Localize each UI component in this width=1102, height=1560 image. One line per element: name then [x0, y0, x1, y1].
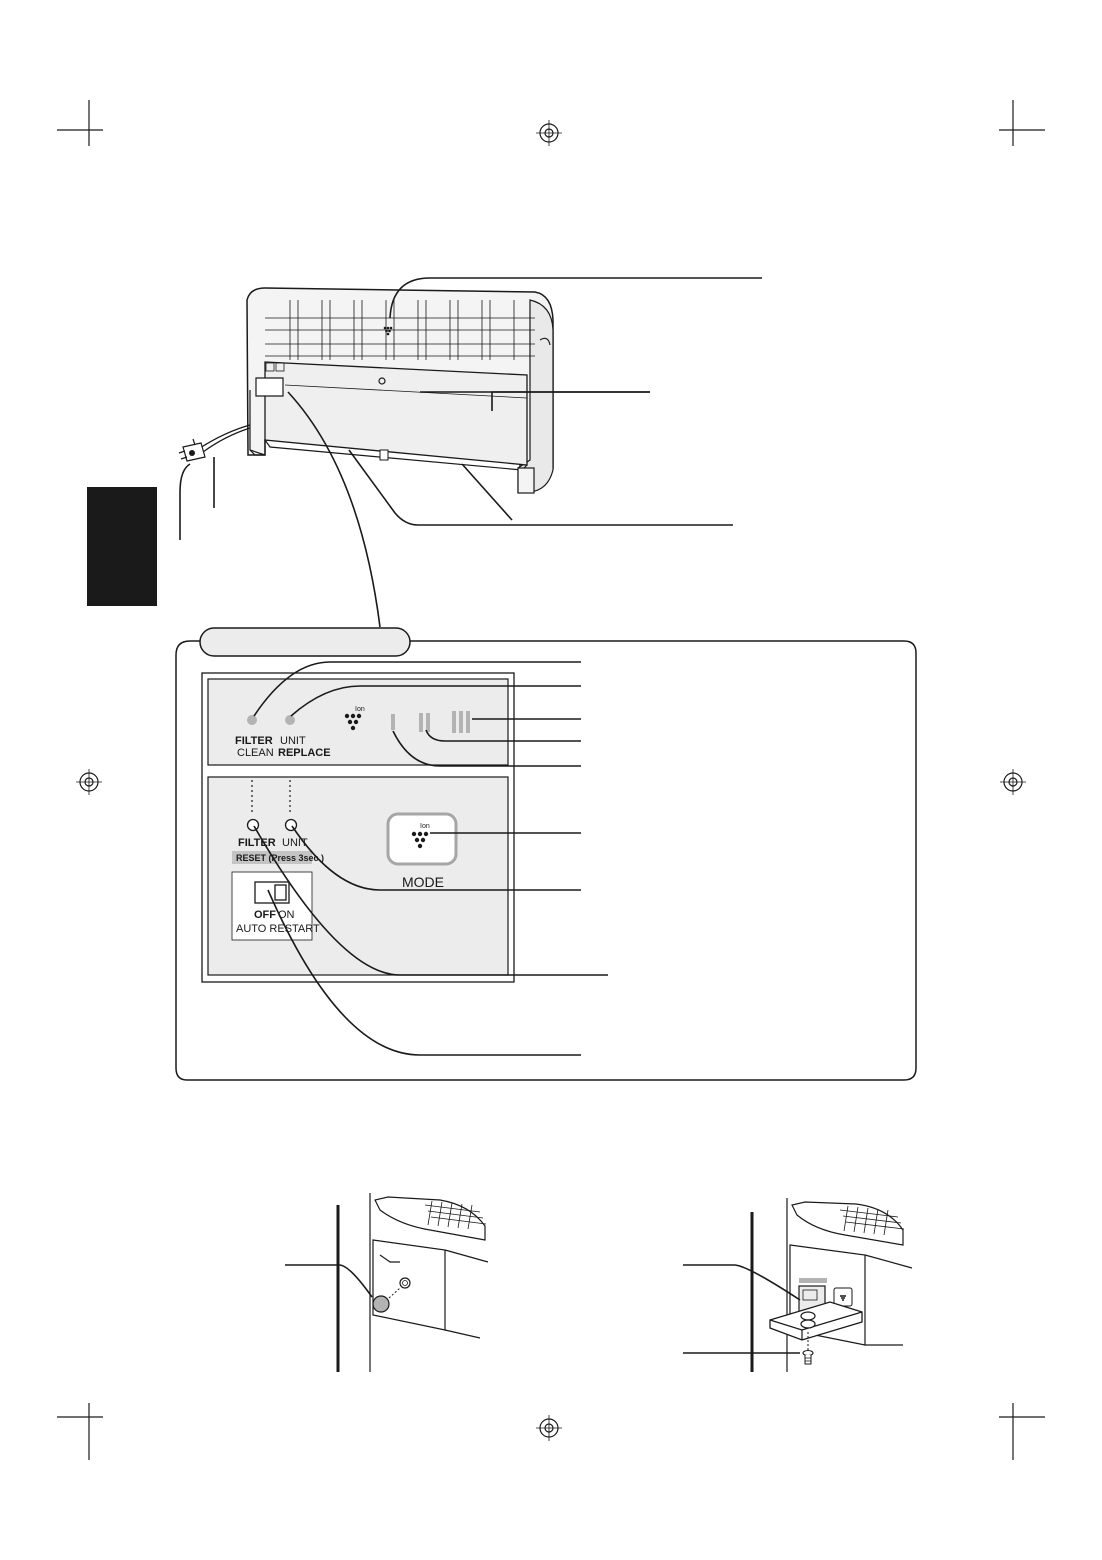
registration-mark-icon: [76, 769, 102, 795]
plasmacluster-ion-icon: Ion: [344, 706, 365, 731]
air-purifier-unit: [199, 287, 554, 494]
auto-restart-label: AUTO RESTART: [236, 923, 320, 935]
screw-icon: [802, 1349, 814, 1365]
control-panel-callout: FILTER CLEAN UNIT REPLACE Ion FILTER UNI…: [175, 627, 917, 1081]
off-label: OFF: [254, 909, 276, 921]
filter-clean-indicator: [247, 715, 257, 725]
registration-mark-icon: [1000, 769, 1026, 795]
fan-speed-med-a: [419, 713, 423, 732]
filter-reset-button[interactable]: [246, 818, 260, 832]
registration-mark-icon: [536, 120, 562, 146]
detail-left: [285, 1193, 489, 1372]
plasmacluster-ion-icon: [840, 1295, 846, 1301]
filter-button-label: FILTER: [238, 837, 276, 849]
unit-replace-label-1: UNIT: [280, 735, 306, 747]
filter-clean-label-1: FILTER: [235, 735, 273, 747]
unit-leader-lines: [179, 277, 762, 628]
fan-speed-high-b: [459, 711, 463, 733]
fan-speed-low: [391, 714, 395, 730]
fan-speed-high-c: [466, 711, 470, 733]
detail-right: [683, 1198, 913, 1372]
mounting-tray: [769, 1301, 863, 1341]
fan-speed-high-a: [452, 711, 456, 733]
plasmacluster-ion-icon: Ion: [411, 823, 430, 849]
plasmacluster-ion-icon: [383, 326, 393, 336]
mounting-knob: [372, 1295, 390, 1313]
crop-marks: [57, 100, 1045, 1460]
unit-replace-indicator: [285, 715, 295, 725]
on-label: ON: [278, 909, 295, 921]
registration-mark-icon: [536, 1415, 562, 1441]
side-tab: [87, 487, 157, 606]
fan-speed-med-b: [426, 713, 430, 732]
power-plug-icon: [178, 438, 206, 462]
svg-text:Ion: Ion: [420, 823, 430, 830]
ion-label: Ion: [355, 706, 365, 713]
unit-replace-label-2: REPLACE: [278, 747, 331, 759]
fan-speed-indicators: [391, 711, 470, 733]
control-panel-title-tab: [199, 627, 411, 657]
reset-label: RESET (Press 3sec.): [236, 853, 324, 863]
filter-clean-label-2: CLEAN: [237, 747, 274, 759]
mode-label: MODE: [402, 874, 444, 890]
